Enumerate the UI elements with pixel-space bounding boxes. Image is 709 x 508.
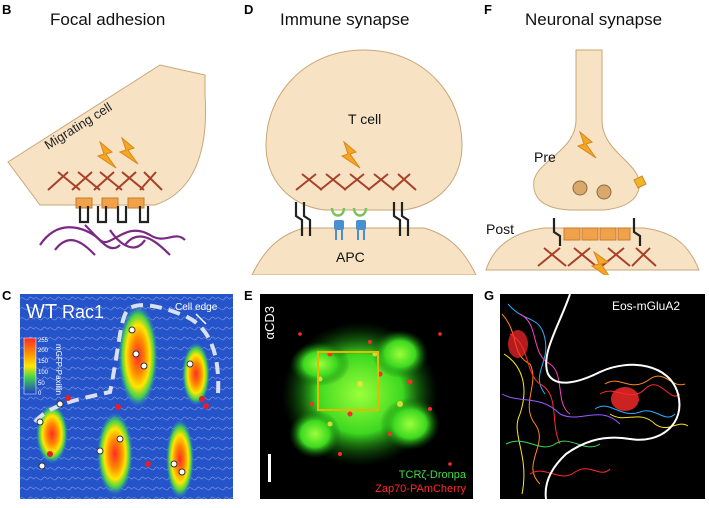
colorbar-ticks: 255 200 150 100 50 0 bbox=[38, 338, 49, 397]
panel-letter-g: G bbox=[484, 288, 495, 303]
actin-filaments bbox=[295, 173, 417, 191]
cell-edge-label: Cell edge bbox=[175, 302, 218, 313]
dendrite-outline bbox=[544, 294, 681, 499]
post-label: Post bbox=[486, 221, 514, 237]
wt-label: WT bbox=[26, 301, 57, 323]
lightning-icon bbox=[590, 250, 610, 275]
svg-text:150: 150 bbox=[38, 359, 49, 365]
panel-title-neuronal-synapse: Neuronal synapse bbox=[525, 10, 663, 29]
t-cell-label: T cell bbox=[348, 111, 381, 127]
adhesion-molecules bbox=[552, 218, 642, 246]
panel-letter-d: D bbox=[244, 2, 254, 17]
colorbar-label: mGFP-Paxillin bbox=[54, 344, 63, 395]
rac1-heatmap-panel: WT Rac1 Cell edge 255 200 150 100 50 0 m… bbox=[20, 294, 233, 499]
ecm-fibers bbox=[39, 224, 186, 256]
actin-filaments bbox=[537, 247, 657, 267]
tcr-dronpa-label: TCRζ-Dronpa bbox=[399, 469, 467, 481]
panel-title-immune-synapse: Immune synapse bbox=[280, 10, 410, 29]
pre-label: Pre bbox=[534, 149, 556, 165]
tcr-microscopy-panel: αCD3 TCRζ-Dronpa Zap70-PAmCherry bbox=[260, 294, 473, 499]
t-cell-shape bbox=[265, 49, 463, 211]
lightning-icon bbox=[96, 140, 117, 169]
zoom-box bbox=[317, 351, 379, 411]
lightning-icon bbox=[340, 140, 361, 169]
tracks-background bbox=[500, 294, 705, 499]
cd3-label: αCD3 bbox=[262, 306, 277, 340]
synaptic-vesicles bbox=[572, 180, 612, 200]
receptors bbox=[563, 227, 631, 241]
actin-filaments bbox=[47, 171, 163, 191]
panel-title-focal-adhesion: Focal adhesion bbox=[50, 10, 166, 29]
cell-edge-outline bbox=[33, 303, 221, 424]
apc-cell-shape bbox=[251, 227, 477, 275]
immune-synapse-diagram: T cell APC bbox=[251, 49, 477, 275]
zap70-label: Zap70-PAmCherry bbox=[375, 483, 466, 495]
panel-letter-c: C bbox=[2, 288, 12, 303]
hot-track-cluster bbox=[508, 330, 528, 358]
track-endpoints bbox=[36, 326, 194, 476]
svg-text:0: 0 bbox=[38, 391, 42, 397]
hot-track-cluster bbox=[611, 387, 639, 411]
lightning-icon bbox=[576, 130, 597, 159]
mglua2-tracks-panel: Eos-mGluA2 bbox=[500, 294, 705, 499]
track-endpoints-red bbox=[47, 395, 209, 467]
cell-edge-arrow bbox=[195, 313, 207, 325]
presynaptic-shape bbox=[533, 49, 640, 211]
svg-text:255: 255 bbox=[38, 338, 49, 344]
neuronal-synapse-diagram: Pre Post bbox=[485, 49, 700, 275]
panel-letter-e: E bbox=[244, 288, 253, 303]
cell-fluorescence bbox=[282, 322, 440, 466]
integrins bbox=[78, 206, 150, 224]
migrating-cell-shape bbox=[7, 64, 207, 206]
svg-text:100: 100 bbox=[38, 370, 49, 376]
hotspot bbox=[97, 412, 133, 496]
adhesion-molecules bbox=[294, 202, 410, 236]
tcr-complexes bbox=[330, 207, 368, 240]
talin-pads bbox=[75, 197, 145, 209]
hotspot bbox=[166, 419, 194, 499]
hotspot bbox=[182, 342, 210, 406]
svg-text:200: 200 bbox=[38, 348, 49, 354]
hotspot bbox=[36, 404, 68, 464]
vesicle-marker bbox=[633, 175, 647, 189]
lightning-icon bbox=[118, 136, 139, 165]
apc-label: APC bbox=[336, 249, 365, 265]
panel-letter-f: F bbox=[484, 2, 492, 17]
panel-letter-b: B bbox=[2, 2, 12, 17]
scale-bar bbox=[268, 454, 271, 482]
focal-adhesion-diagram: Migrating cell bbox=[7, 64, 207, 256]
trajectory-tracks bbox=[501, 303, 689, 495]
svg-text:50: 50 bbox=[38, 381, 45, 387]
rac1-label: Rac1 bbox=[62, 302, 104, 322]
postsynaptic-shape bbox=[485, 227, 700, 271]
eos-mglua2-label: Eos-mGluA2 bbox=[612, 299, 680, 313]
colorbar bbox=[23, 337, 37, 395]
